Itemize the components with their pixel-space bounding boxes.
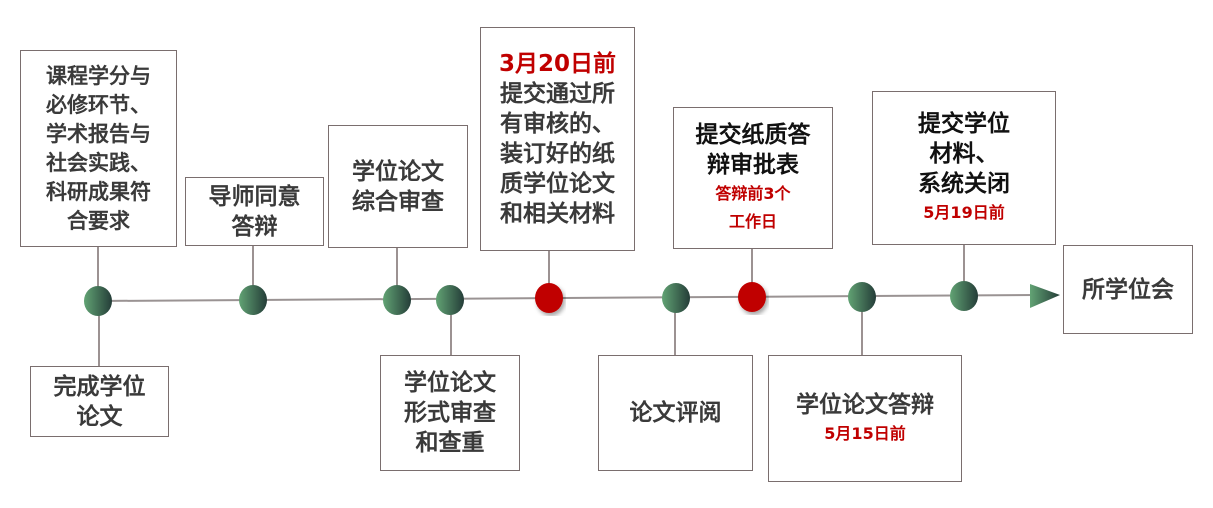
end-text: 所学位会 (1082, 276, 1174, 303)
milestone-dot (950, 281, 978, 311)
milestone-dot (383, 285, 411, 315)
step-text: 课程学分与 (46, 63, 151, 88)
step-defense-approval-form: 提交纸质答 辩审批表 答辩前3个 工作日 (673, 107, 833, 249)
step-text: 学位论文 (404, 370, 496, 396)
step-text: 学位论文答辩 (796, 391, 934, 418)
step-comprehensive-review: 学位论文 综合审查 (328, 125, 468, 248)
step-text: 和相关材料 (500, 201, 615, 227)
step-submit-materials: 提交学位 材料、 系统关闭 5月19日前 (872, 91, 1056, 245)
deadline-milestone-dot (535, 283, 563, 313)
step-course-credits: 课程学分与 必修环节、 学术报告与 社会实践、 科研成果符 合要求 (20, 50, 177, 247)
step-text: 完成学位 (53, 373, 146, 400)
timeline-axis (97, 294, 1036, 302)
deadline-text: 工作日 (728, 212, 777, 231)
milestone-dot (662, 283, 690, 313)
step-text: 学位论文 (352, 158, 444, 185)
milestone-dot (436, 285, 464, 315)
deadline-text: 答辩前3个 (715, 184, 791, 203)
step-text: 质学位论文 (500, 171, 615, 197)
step-advisor-approval: 导师同意 答辩 (185, 177, 324, 246)
step-text: 合要求 (67, 208, 130, 233)
step-text: 社会实践、 (46, 150, 151, 175)
deadline-milestone-dot (738, 282, 766, 312)
milestone-dot (239, 285, 267, 315)
step-text: 科研成果符 (46, 179, 151, 204)
step-text: 材料、 (929, 141, 999, 167)
step-text: 必修环节、 (46, 92, 151, 117)
end-degree-committee: 所学位会 (1063, 245, 1193, 334)
deadline-text: 3月20日前 (498, 51, 616, 77)
step-text: 论文 (76, 403, 123, 430)
step-text: 系统关闭 (918, 171, 1010, 197)
step-text: 装订好的纸 (500, 141, 615, 167)
step-text: 综合审查 (352, 188, 444, 215)
step-text: 辩审批表 (707, 152, 799, 178)
arrow-head-icon (1030, 284, 1060, 308)
step-text: 答辩 (231, 213, 278, 240)
step-text: 形式审查 (404, 400, 496, 426)
milestone-dot (84, 286, 112, 316)
step-text: 提交学位 (918, 111, 1010, 137)
step-complete-thesis: 完成学位 论文 (30, 366, 169, 437)
deadline-text: 5月15日前 (824, 423, 906, 443)
step-text: 提交纸质答 (695, 122, 811, 148)
step-thesis-defense: 学位论文答辩 5月15日前 (768, 355, 962, 482)
step-text: 论文评阅 (629, 400, 722, 426)
step-format-check: 学位论文 形式审查 和查重 (380, 355, 520, 471)
step-text: 学术报告与 (46, 121, 151, 146)
step-text: 和查重 (415, 430, 485, 456)
connectors (97, 244, 965, 366)
step-text: 导师同意 (208, 183, 301, 210)
step-submit-bound-thesis: 3月20日前 提交通过所 有审核的、 装订好的纸 质学位论文 和相关材料 (480, 27, 635, 251)
milestone-dot (848, 282, 876, 312)
step-thesis-review: 论文评阅 (598, 355, 753, 471)
step-text: 有审核的、 (500, 111, 615, 137)
deadline-text: 5月19日前 (923, 203, 1005, 222)
step-text: 提交通过所 (500, 81, 615, 107)
